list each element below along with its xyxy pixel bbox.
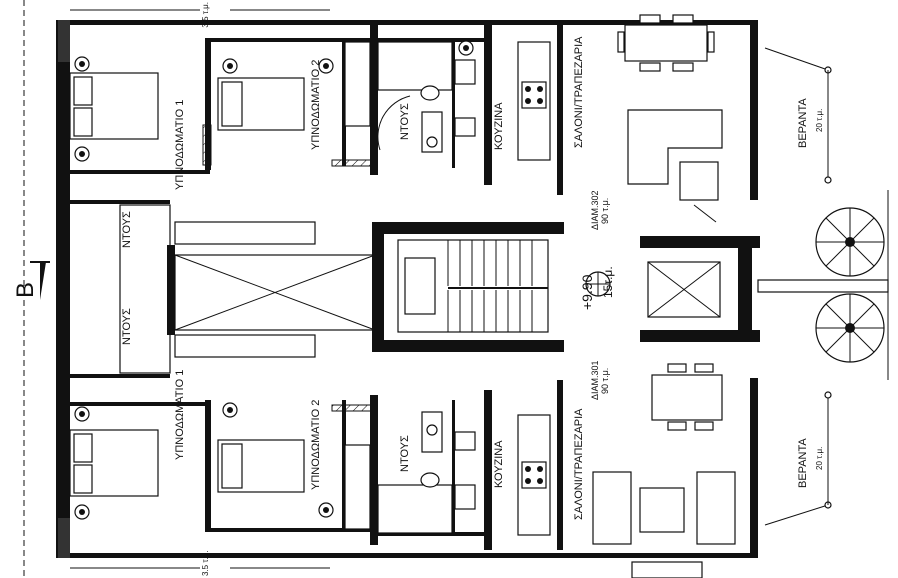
dimension-lines [70, 9, 330, 569]
stair-treads [404, 240, 548, 332]
label-veranda-south: ΒΕΡΑΝΤΑ [797, 438, 809, 488]
label-apartment-south: ΔΙΑΜ.301 [590, 360, 600, 400]
label-shower-bath-north: ΝΤΟΥΣ [399, 103, 411, 140]
landing-area: 15τ.μ. [601, 266, 615, 298]
label-apartment-area-north: 90 τ.μ. [600, 198, 610, 224]
bathroom-south [377, 411, 476, 534]
level-marker [585, 271, 611, 297]
label-kitchen-north: ΚΟΥΖΙΝΑ [493, 102, 505, 150]
label-bedroom2-south: ΥΠΝΟΔΩΜΑΤΙΟ 2 [310, 400, 322, 490]
label-apartment-north: ΔΙΑΜ.302 [590, 190, 600, 230]
central-core [70, 200, 889, 378]
kitchen-south [517, 414, 551, 536]
label-veranda-north: ΒΕΡΑΝΤΑ [797, 98, 809, 148]
label-veranda-area-north: 20 τ.μ. [815, 109, 824, 132]
label-living-south: ΣΑΛΟΝΙ/ΤΡΑΠΕΖΑΡΙΑ [573, 408, 585, 520]
bathroom-north [377, 40, 476, 153]
section-marker-label: B [12, 282, 39, 298]
veranda-railings [764, 47, 889, 526]
label-bedroom1-south: ΥΠΝΟΔΩΜΑΤΙΟ 1 [174, 370, 186, 460]
living-south [592, 363, 736, 578]
label-bedroom1-north: ΥΠΝΟΔΩΜΑΤΙΟ 1 [174, 100, 186, 190]
section-marker: B [12, 0, 50, 578]
bedroom2-north [217, 41, 373, 167]
label-shower-hall-south: ΝΤΟΥΣ [121, 308, 133, 345]
bedroom2-south [217, 402, 373, 530]
balcony-area-north: 3.5 τ.μ. [201, 2, 210, 28]
kitchen-north [517, 41, 551, 161]
balcony-area-south: 3.5 τ.μ. [201, 550, 210, 576]
label-shower-hall-north: ΝΤΟΥΣ [121, 211, 133, 248]
spiral-stair-south [815, 293, 885, 363]
living-north [617, 14, 723, 223]
label-apartment-area-south: 90 τ.μ. [600, 368, 610, 394]
landing-level: +9.90 [579, 274, 595, 310]
bedroom1-south [69, 406, 159, 520]
outer-walls [56, 20, 758, 558]
spiral-stair-north [815, 207, 885, 277]
label-veranda-area-south: 20 τ.μ. [815, 447, 824, 470]
bedroom1-north [69, 56, 212, 166]
label-shower-bath-south: ΝΤΟΥΣ [399, 435, 411, 472]
label-living-north: ΣΑΛΟΝΙ/ΤΡΑΠΕΖΑΡΙΑ [573, 36, 585, 148]
label-kitchen-south: ΚΟΥΖΙΝΑ [493, 440, 505, 488]
label-bedroom2-north: ΥΠΝΟΔΩΜΑΤΙΟ 2 [310, 60, 322, 150]
